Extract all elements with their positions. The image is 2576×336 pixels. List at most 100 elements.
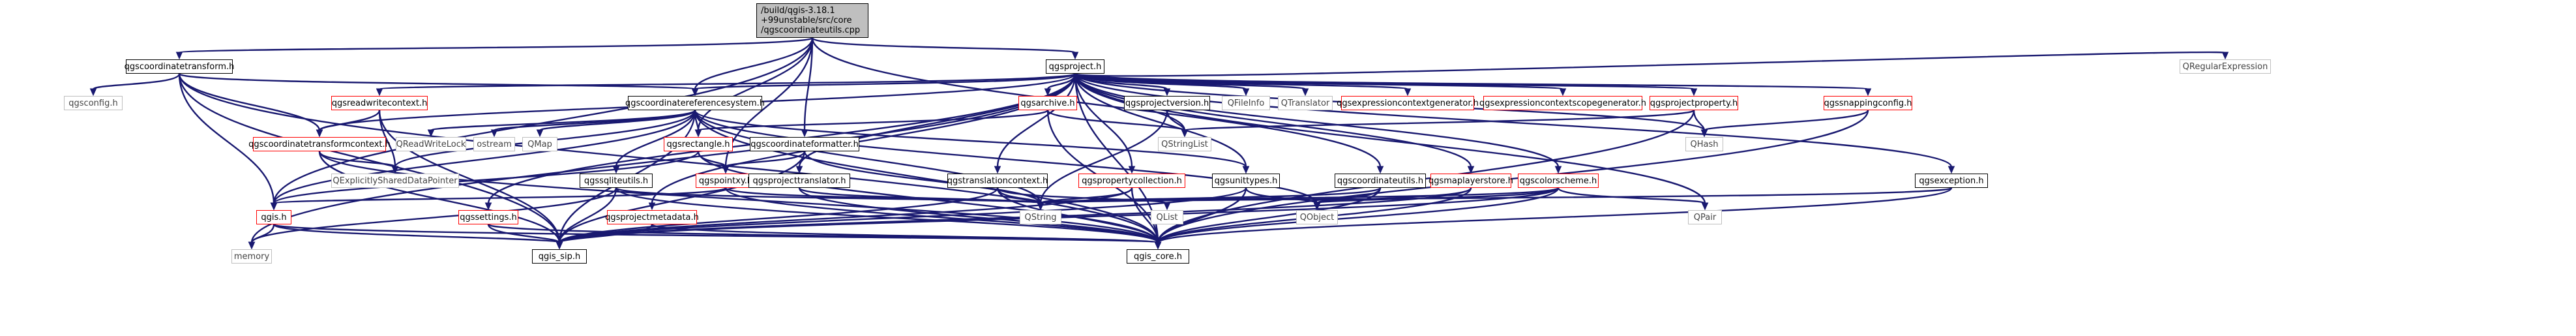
- graph-node-qgsexpressioncontextscopegenerator[interactable]: qgsexpressioncontextscopegenerator.h: [1479, 96, 1646, 110]
- graph-node-qgsreadwritecontext[interactable]: qgsreadwritecontext.h: [331, 96, 428, 110]
- root-line-3: /qgscoordinateutils.cpp: [761, 25, 861, 35]
- graph-node-qgssqliteutils[interactable]: qgssqliteutils.h: [580, 174, 653, 188]
- dependency-edge: [1074, 73, 1247, 168]
- dependency-arrowhead: [1559, 88, 1567, 97]
- dependency-edge: [378, 72, 1076, 91]
- graph-node-qgscoordinateutils[interactable]: qgscoordinateutils.h: [1335, 174, 1426, 188]
- dependency-edge: [318, 110, 381, 132]
- graph-node-qgsmaplayerstore[interactable]: qgsmaplayerstore.h: [1429, 174, 1513, 188]
- dependency-edge: [1074, 51, 2227, 77]
- dependency-edge: [178, 73, 321, 131]
- dependency-arrowhead: [795, 166, 803, 174]
- dependency-edge: [92, 73, 181, 91]
- dependency-arrowhead: [427, 129, 435, 138]
- dependency-edge: [1157, 110, 1695, 243]
- dependency-edge: [1074, 73, 1706, 204]
- dependency-edge: [1131, 187, 1159, 243]
- graph-node-qstringlist: QStringList: [1158, 137, 1211, 151]
- dependency-arrowhead: [536, 129, 544, 138]
- graph-node-qgstranslationcontext[interactable]: qgstranslationcontext.h: [947, 174, 1048, 188]
- dependency-arrowhead: [1690, 88, 1698, 97]
- graph-node-qgsprojecttranslator[interactable]: qgsprojecttranslator.h: [748, 174, 850, 188]
- dependency-edge: [558, 224, 653, 244]
- dependency-edge: [178, 73, 275, 204]
- dependency-edge: [798, 187, 1159, 243]
- graph-node-qgsprojectproperty[interactable]: qgsprojectproperty.h: [1650, 96, 1738, 110]
- graph-node-qstring: QString: [1020, 210, 1061, 224]
- dependency-edge: [318, 151, 1159, 243]
- dependency-edge: [694, 110, 1318, 204]
- dependency-edge: [487, 224, 561, 244]
- graph-node-qgssettings[interactable]: qgssettings.h: [458, 210, 518, 224]
- graph-node-qgsexception[interactable]: qgsexception.h: [1915, 174, 1988, 188]
- dependency-edge: [1074, 73, 1560, 168]
- dependency-arrowhead: [376, 88, 383, 97]
- dependency-arrowhead: [175, 52, 183, 60]
- dependency-arrowhead: [1554, 166, 1562, 174]
- dependency-edge: [430, 109, 696, 132]
- graph-node-qgspointxy[interactable]: qgspointxy.h: [696, 174, 756, 188]
- dependency-edge: [273, 187, 727, 205]
- dependency-arrowhead: [1163, 88, 1171, 97]
- dependency-edge: [697, 109, 1049, 132]
- dependency-edge: [273, 151, 700, 205]
- dependency-edge: [178, 72, 696, 91]
- dependency-arrowhead: [1154, 241, 1162, 250]
- dependency-edge: [558, 151, 806, 243]
- dependency-edge: [1074, 73, 1472, 168]
- graph-node-qgscoordinateformatter[interactable]: qgscoordinateformatter.h: [750, 137, 859, 151]
- dependency-arrowhead: [1044, 88, 1052, 97]
- graph-node-qgspropertycollection[interactable]: qgspropertycollection.h: [1078, 174, 1185, 188]
- graph-node-qgsexpressioncontextgenerator[interactable]: qgsexpressioncontextgenerator.h: [1337, 96, 1479, 110]
- dependency-arrowhead: [1301, 88, 1309, 97]
- dependency-edge: [1183, 109, 1695, 132]
- dependency-edge: [250, 187, 617, 243]
- dependency-edge: [803, 151, 1042, 204]
- dependency-arrowhead: [1700, 129, 1708, 138]
- graph-node-qgis[interactable]: qgis.h: [256, 210, 291, 224]
- dependency-arrowhead: [1404, 88, 1412, 97]
- dependency-arrowhead: [994, 166, 1001, 174]
- dependency-edge: [724, 151, 806, 168]
- dependency-edge: [803, 37, 814, 131]
- graph-node-qgis-sip[interactable]: qgis_sip.h: [532, 249, 587, 264]
- dependency-arrowhead: [1864, 88, 1872, 97]
- dependency-arrowhead: [1037, 202, 1044, 211]
- graph-node-qgsprojectmetadata[interactable]: qgsprojectmetadata.h: [605, 210, 699, 224]
- dependency-edge: [694, 110, 1247, 168]
- dependency-edge: [1039, 110, 1168, 204]
- graph-node-qgscoordinatetransformcontext[interactable]: qgscoordinatetransformcontext.h: [248, 137, 391, 151]
- dependency-edge: [558, 187, 617, 243]
- dependency-edge: [996, 73, 1076, 168]
- graph-node-qgscoordinatetransform[interactable]: qgscoordinatetransform.h: [125, 59, 234, 74]
- graph-node-qlist: QList: [1151, 210, 1183, 224]
- dependency-edge: [1557, 187, 1706, 205]
- graph-node-qgssnappingconfig[interactable]: qgssnappingconfig.h: [1824, 96, 1912, 110]
- graph-node-qgsrectangle[interactable]: qgsrectangle.h: [664, 137, 733, 151]
- graph-node-qgis-core[interactable]: qgis_core.h: [1127, 249, 1189, 264]
- dependency-edge: [1157, 187, 1382, 243]
- graph-node-qgscolorscheme[interactable]: qgscolorscheme.h: [1518, 174, 1599, 188]
- dependency-edge: [651, 223, 1159, 244]
- dependency-arrowhead: [1947, 166, 1955, 174]
- dependency-edge: [811, 37, 1076, 54]
- dependency-edge: [724, 187, 1159, 243]
- dependency-arrowhead: [694, 129, 702, 138]
- dependency-edge: [615, 110, 696, 168]
- dependency-edge: [798, 187, 1042, 205]
- graph-node-qgsarchive[interactable]: qgsarchive.h: [1018, 96, 1077, 110]
- graph-node-qgsconfig: qgsconfig.h: [64, 96, 123, 110]
- dependency-arrowhead: [270, 202, 278, 211]
- dependency-edge: [539, 109, 696, 132]
- graph-node-qfileinfo: QFileInfo: [1222, 96, 1270, 110]
- graph-node-qpair: QPair: [1688, 210, 1722, 224]
- graph-node-qgsprojectversion[interactable]: qgsprojectversion.h: [1124, 96, 1210, 110]
- graph-node-qgsproject[interactable]: qgsproject.h: [1046, 59, 1104, 74]
- graph-node-qgsunittypes[interactable]: qgsunittypes.h: [1212, 174, 1280, 188]
- dependency-arrowhead: [391, 166, 399, 174]
- dependency-edge: [1046, 110, 1186, 132]
- dependency-edge: [1074, 73, 1133, 168]
- graph-node-qgscoordinatereferencesystem[interactable]: qgscoordinatereferencesystem.h: [625, 96, 765, 110]
- dependency-edge: [694, 72, 1076, 91]
